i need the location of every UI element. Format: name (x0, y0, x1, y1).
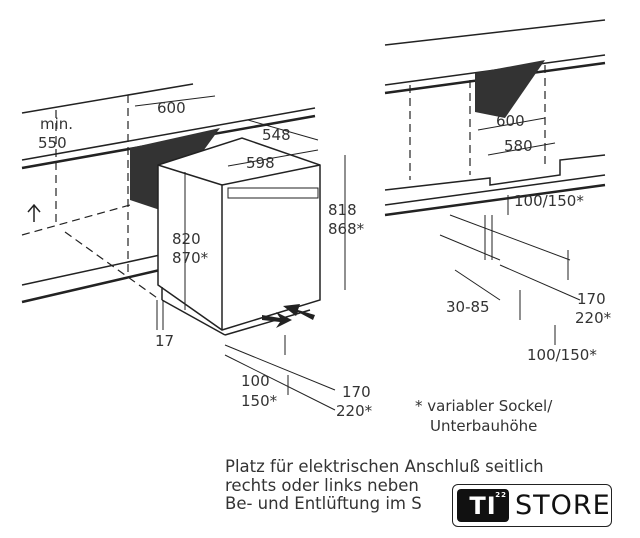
label-height-b-alt: 868* (328, 220, 365, 238)
label-right-range: 30-85 (446, 298, 490, 316)
note-line-2: rechts oder links neben (225, 476, 419, 495)
label-min-value: 550 (38, 134, 67, 152)
footnote-line1: * variabler Sockel/ (415, 397, 553, 415)
appliance-body (157, 137, 321, 331)
connection-icon (27, 203, 41, 222)
footnote-line2: Unterbauhöhe (430, 417, 537, 435)
label-plinth-a: 100 (241, 372, 270, 390)
label-offset: 17 (155, 332, 174, 350)
note-line-3: Be- und Entlüftung im S (225, 494, 422, 513)
note-line-1: Platz für elektrischen Anschluß seitlich (225, 457, 544, 476)
label-right-inner-width: 580 (504, 137, 533, 155)
label-plinth-a-alt: 150* (241, 392, 278, 410)
label-min: min. (40, 115, 73, 133)
airflow-in-arrow (283, 304, 315, 320)
label-height-b: 818 (328, 201, 357, 219)
label-depth: 548 (262, 126, 291, 144)
label-width: 598 (246, 154, 275, 172)
label-right-plinth-b: 170 (577, 290, 606, 308)
label-plinth-b: 170 (342, 383, 371, 401)
label-right-plinth-a: 100/150* (527, 346, 597, 364)
label-right-niche-width: 600 (496, 112, 525, 130)
label-height-a-alt: 870* (172, 249, 209, 267)
label-niche-width: 600 (157, 99, 186, 117)
airflow-out-arrow (262, 312, 292, 328)
label-plinth-b-alt: 220* (336, 402, 373, 420)
niche-shadow-right (475, 60, 545, 118)
label-right-plinth-b-alt: 220* (575, 309, 612, 327)
countertop-line (21, 83, 194, 114)
label-height-a: 820 (172, 230, 201, 248)
label-right-top-gap: 100/150* (514, 192, 584, 210)
logo-text: STORE (515, 490, 611, 521)
